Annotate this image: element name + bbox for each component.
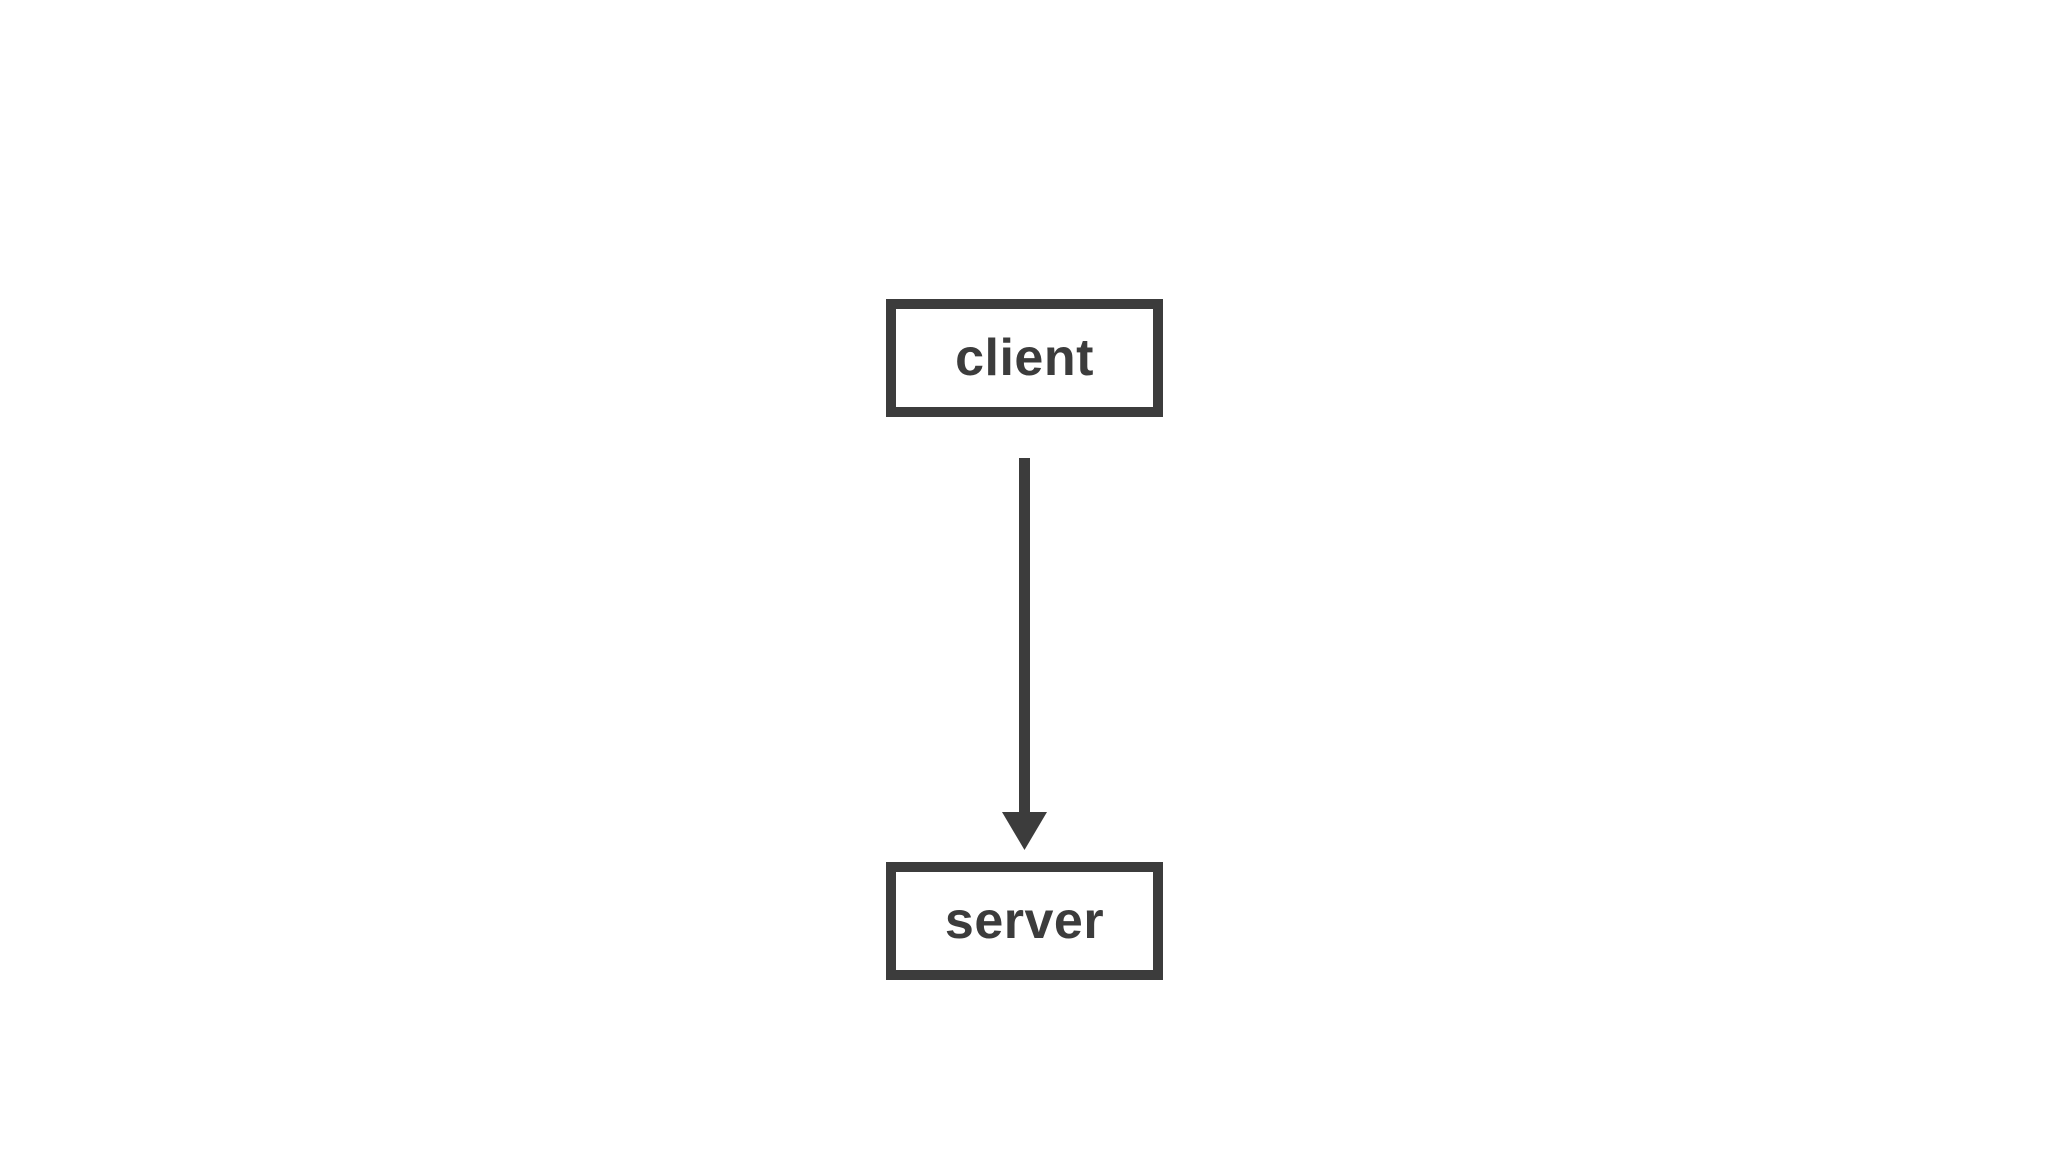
node-server: server	[886, 862, 1163, 980]
node-client-label: client	[955, 329, 1094, 387]
arrow-client-to-server-icon	[1002, 458, 1047, 850]
node-server-label: server	[944, 892, 1105, 950]
node-client: client	[886, 299, 1163, 417]
